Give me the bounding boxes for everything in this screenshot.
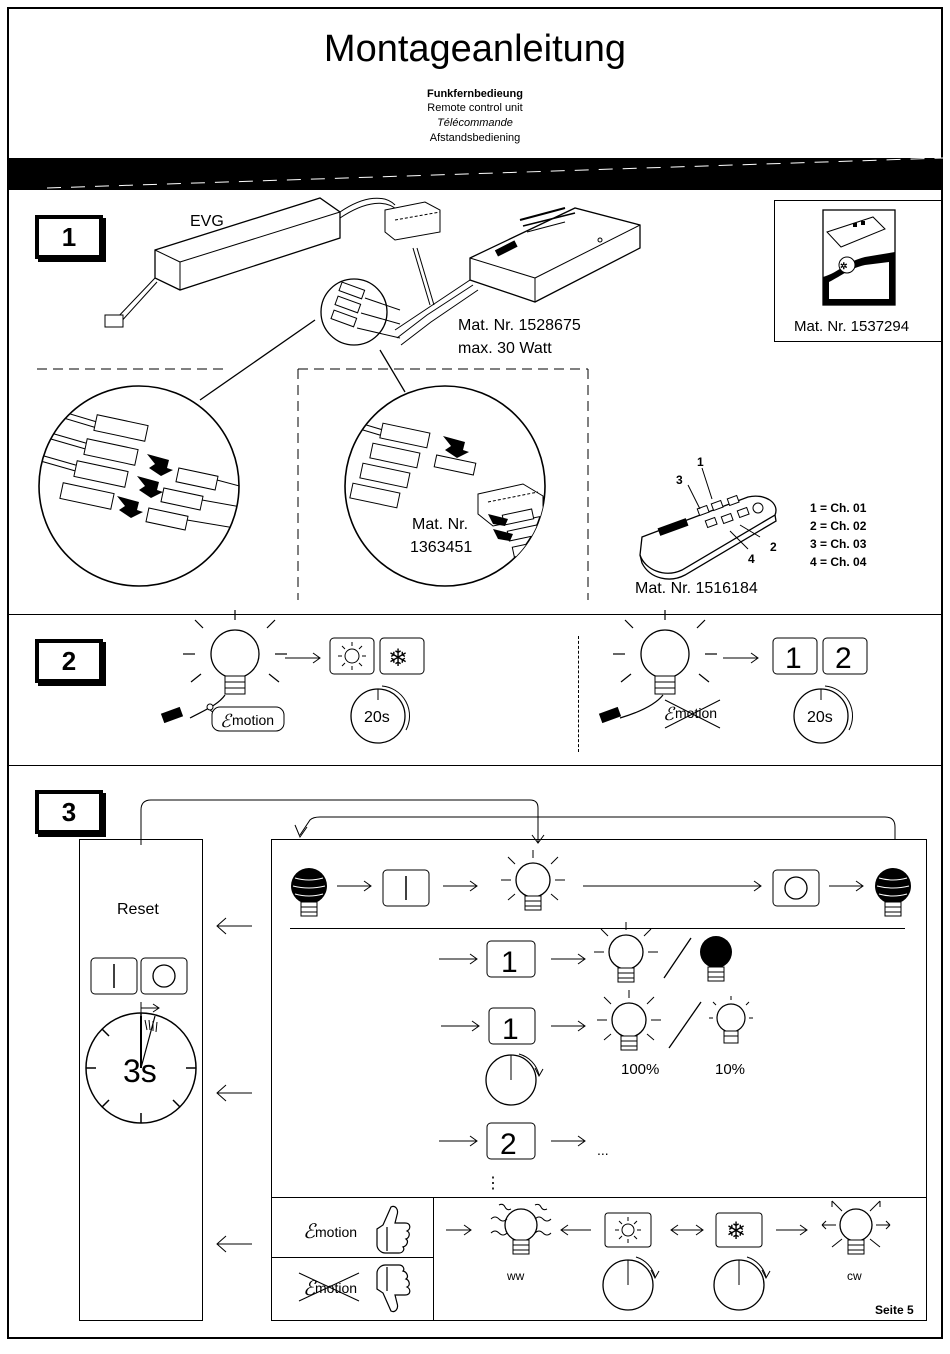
section2-right-graphic: ℰ motion 1 2 20s — [598, 610, 868, 744]
distributor-mat-label: Mat. Nr. — [412, 516, 469, 533]
flow-divider — [290, 928, 905, 929]
page-title: Montageanleitung — [323, 28, 627, 70]
remote-callout-3: 3 — [676, 473, 683, 487]
reset-graphic: 3s — [85, 957, 197, 1124]
emotion-text-right: motion — [675, 705, 717, 721]
evg-driver-illustration — [104, 197, 641, 346]
distributor-mat-number: 1363451 — [410, 539, 473, 556]
emotion-row: ℰ motion ℰ motion ww — [298, 1200, 914, 1317]
band-dashes — [46, 157, 944, 189]
timer-text-left: 20s — [364, 709, 390, 726]
battery-panel — [774, 200, 943, 342]
remote-mat-number: Mat. Nr. 1516184 — [635, 580, 758, 597]
svg-text:ℰ: ℰ — [220, 711, 233, 731]
channel-button-1-text: 1 — [785, 642, 802, 675]
step-3-badge: 3 — [35, 790, 103, 834]
loop-lines — [140, 799, 896, 845]
dim-100-percent: 100% — [621, 1061, 659, 1078]
channel-button-2-text: 2 — [835, 642, 852, 675]
cw-label: cw — [847, 1269, 862, 1283]
channel-4: 4 = Ch. 04 — [810, 555, 867, 569]
ch2-button-text: 2 — [500, 1128, 517, 1161]
connector-detail-left — [38, 385, 240, 587]
subtitle-german: Funkfernbedieung — [427, 88, 523, 100]
channel-legend: 1 = Ch. 01 2 = Ch. 02 3 = Ch. 03 4 = Ch.… — [810, 499, 866, 571]
flow-row-on-off — [291, 850, 911, 917]
divider-1 — [7, 614, 943, 615]
svg-text:ℰ: ℰ — [663, 704, 676, 724]
battery-mat-number: Mat. Nr. 1537294 — [794, 318, 910, 335]
dashed-frames — [37, 319, 589, 600]
remote-callout-2: 2 — [770, 540, 777, 554]
connector-magnifier — [320, 278, 401, 346]
emotion-divider — [271, 1197, 927, 1198]
header-band — [7, 158, 943, 190]
emotion-split — [271, 1257, 433, 1258]
emotion-text-left: motion — [232, 712, 274, 728]
ww-label: ww — [506, 1269, 525, 1283]
remote-control-illustration — [639, 467, 777, 580]
svg-text:ℰ: ℰ — [303, 1221, 317, 1243]
subtitle-french: Télécommande — [437, 117, 513, 129]
timer-text-right: 20s — [807, 709, 833, 726]
emotion-on-text: motion — [315, 1224, 357, 1240]
svg-text:❄: ❄ — [726, 1218, 746, 1245]
dim-10-percent: 10% — [715, 1061, 745, 1078]
channel-3: 3 = Ch. 03 — [810, 537, 867, 551]
page-frame — [7, 7, 943, 1339]
remote-callout-1: 1 — [697, 455, 704, 469]
reset-timer-text: 3s — [123, 1053, 157, 1089]
receiver-mat-number: Mat. Nr. 1528675 — [458, 317, 581, 334]
flow-channel-rows: 1 1 100% 10% 2 ... — [439, 922, 753, 1192]
subtitle-dutch: Afstandsbediening — [429, 132, 521, 144]
remote-callout-4: 4 — [748, 552, 755, 566]
reset-arrows — [216, 917, 252, 1253]
channel-1: 1 = Ch. 01 — [810, 501, 867, 515]
evg-label: EVG — [190, 213, 224, 230]
ch1-button-text: 1 — [501, 946, 518, 979]
distributor-detail — [344, 385, 546, 587]
step-1-badge: 1 — [35, 215, 103, 259]
battery-illustration: ✲ — [822, 209, 896, 306]
ch1-hold-button-text: 1 — [502, 1013, 519, 1046]
receiver-power: max. 30 Watt — [458, 340, 552, 357]
step-2-badge: 2 — [35, 639, 103, 683]
svg-text:✲: ✲ — [840, 261, 848, 271]
page-number: Seite 5 — [875, 1303, 914, 1317]
ch2-ellipsis: ... — [597, 1142, 609, 1158]
reset-label: Reset — [117, 901, 159, 918]
emotion-vsplit — [433, 1197, 434, 1321]
channel-2: 2 = Ch. 02 — [810, 519, 867, 533]
section2-divider — [578, 636, 579, 752]
section2-left-graphic: ℰ motion ❄ 20s — [160, 610, 425, 744]
svg-text:❄: ❄ — [388, 645, 408, 672]
vertical-ellipsis: ⋮ — [485, 1175, 501, 1192]
flow-panel — [271, 839, 927, 1321]
emotion-off-text: motion — [315, 1280, 357, 1296]
subtitle-english: Remote control unit — [427, 102, 523, 114]
divider-2 — [7, 765, 943, 766]
